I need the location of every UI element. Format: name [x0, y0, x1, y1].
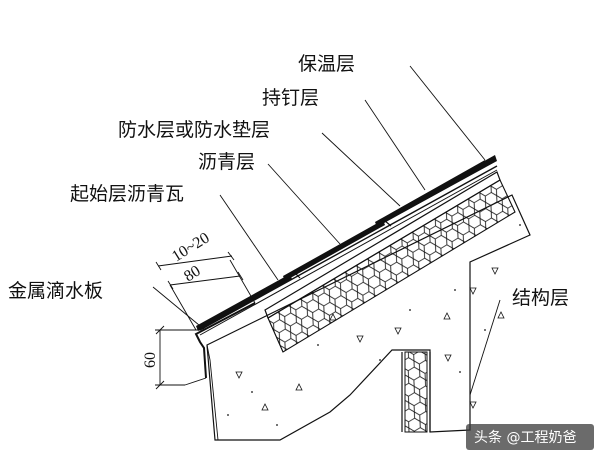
metal-drip-edge — [184, 302, 256, 386]
waterproof-layer — [199, 165, 498, 336]
label-asphalt: 沥青层 — [198, 151, 255, 173]
dimension-overlap: 10~20 — [169, 229, 212, 265]
label-drip-edge: 金属滴水板 — [8, 280, 103, 302]
structure-layer-body — [206, 194, 531, 441]
label-starter-shingle: 起始层沥青瓦 — [70, 183, 184, 205]
dimension-drop: 60 — [142, 352, 159, 368]
nailing-layer — [264, 171, 501, 319]
label-insulation: 保温层 — [298, 53, 355, 75]
dimension-lines — [155, 251, 256, 390]
watermark: 头条 @工程奶爸 — [466, 424, 594, 450]
leader-lines — [152, 65, 501, 396]
asphalt-shingles — [196, 155, 497, 331]
label-structure: 结构层 — [512, 287, 569, 309]
dimension-extension: 80 — [181, 262, 204, 285]
watermark-text: 头条 @工程奶爸 — [474, 429, 576, 446]
label-waterproof: 防水层或防水垫层 — [118, 119, 270, 141]
label-nailing: 持钉层 — [262, 87, 319, 109]
